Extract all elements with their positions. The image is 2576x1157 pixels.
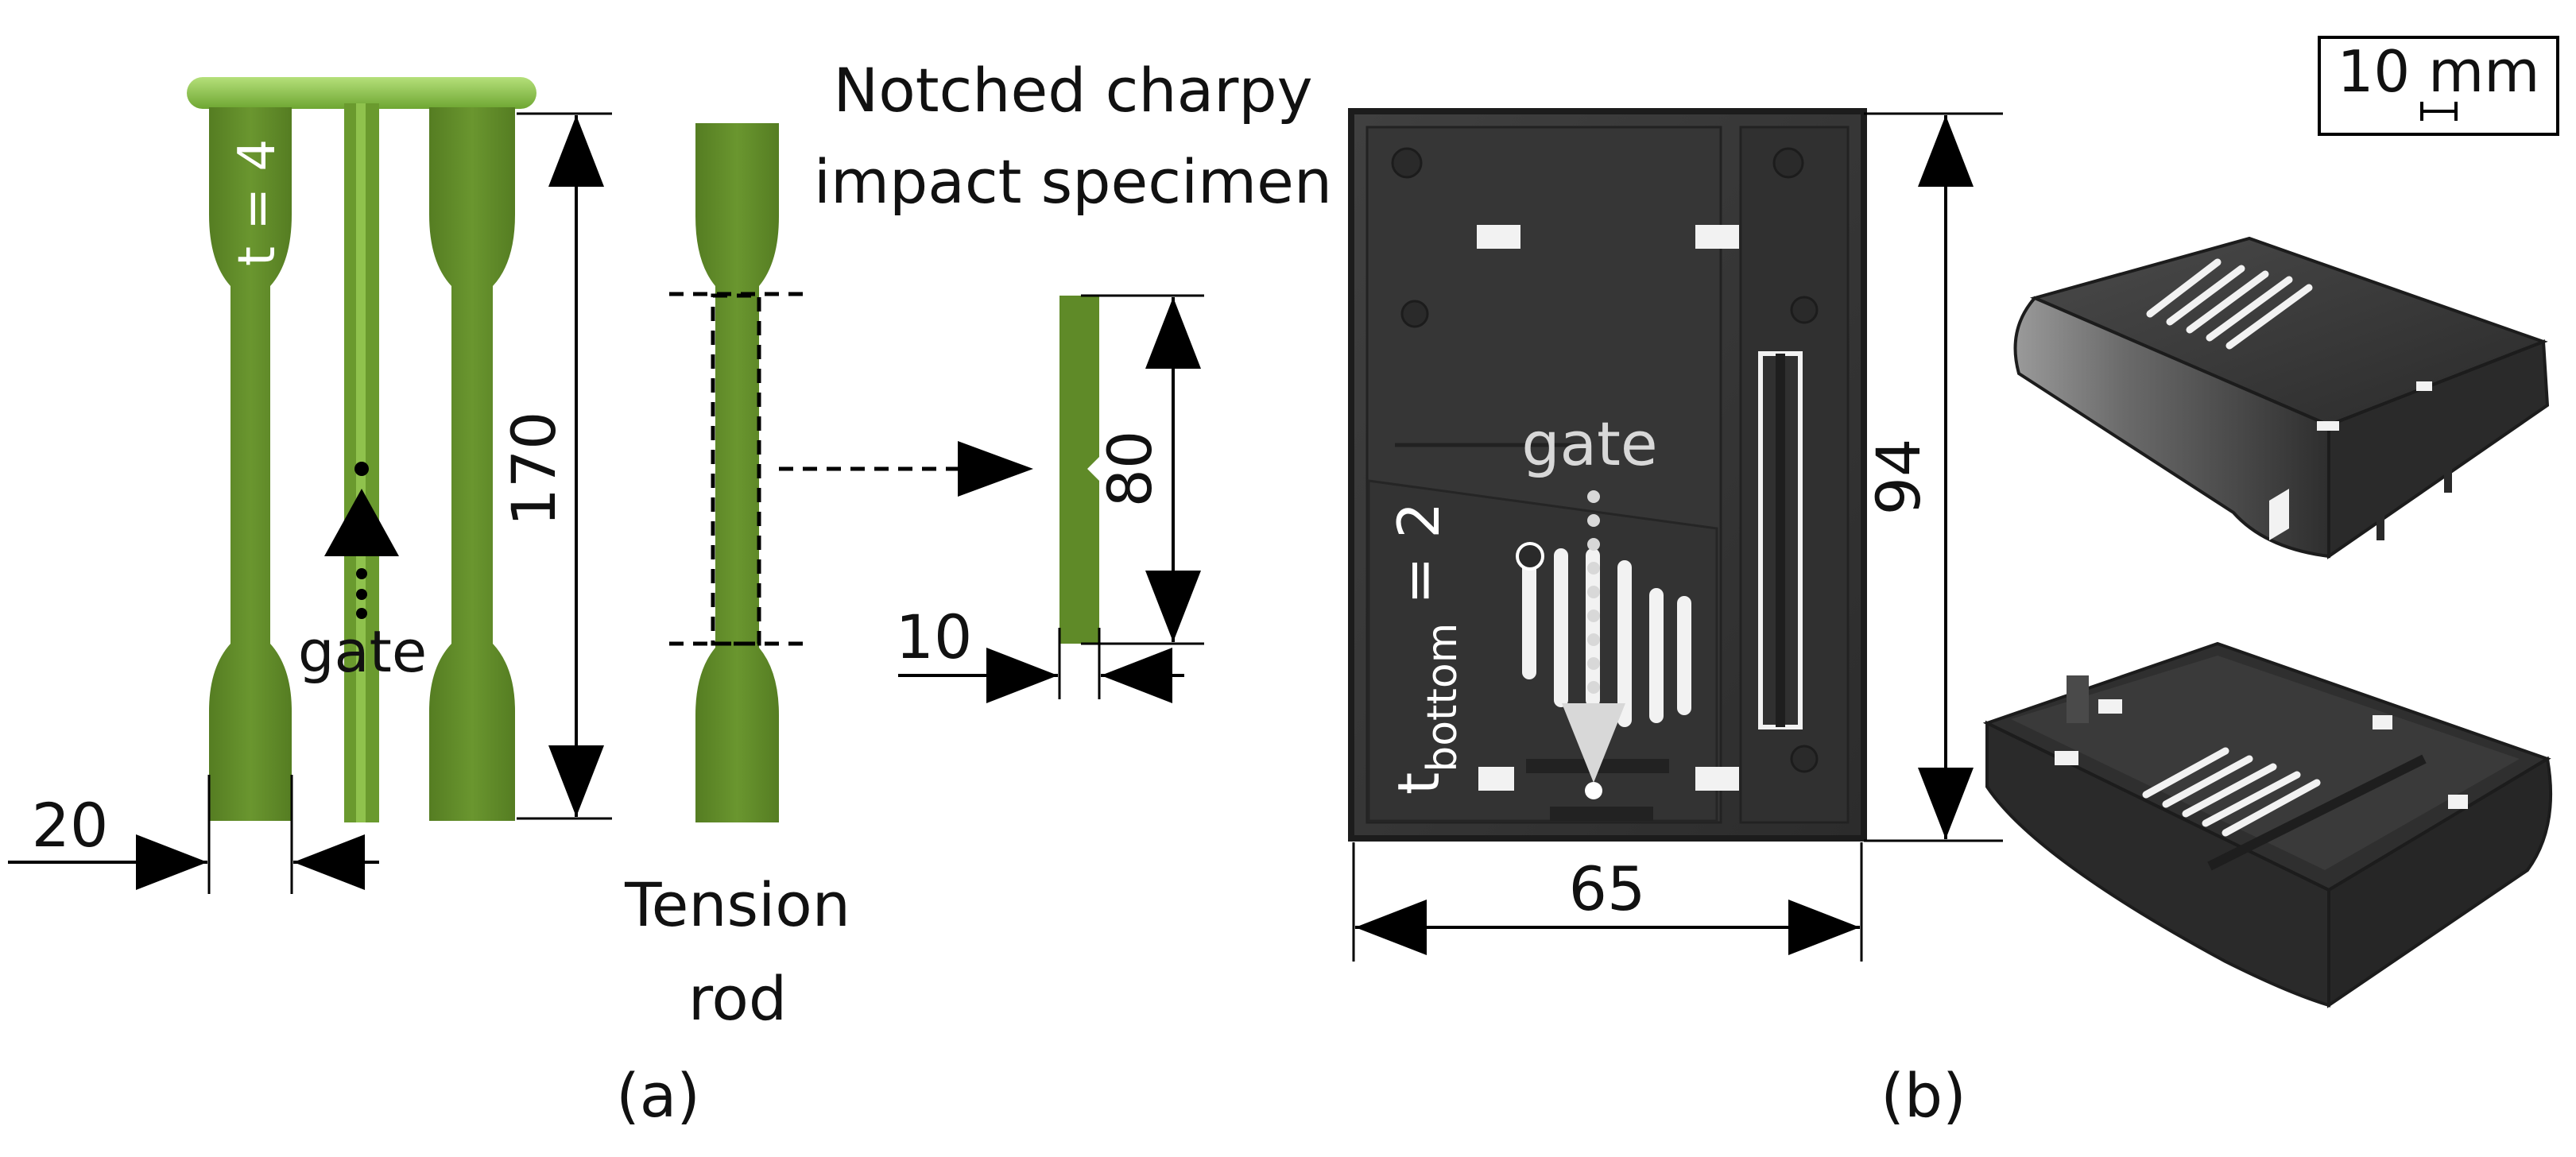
length-dim-label: 170 <box>498 411 569 526</box>
gate-arrow-icon <box>324 489 399 556</box>
charpy-width-label: 10 <box>896 602 973 672</box>
housing-lid-iso <box>2013 236 2550 559</box>
caption-b: (b) <box>1881 1060 1966 1131</box>
bottom-thickness-label: tbottom = 2 <box>1385 502 1466 795</box>
width-dim-label-65: 65 <box>1569 853 1646 924</box>
width-dimension-20 <box>8 775 379 894</box>
caption-a: (a) <box>616 1060 700 1131</box>
tension-rod-label-line1: Tension <box>624 869 850 940</box>
runner-bar <box>187 77 537 109</box>
height-dim-label: 94 <box>1863 439 1934 516</box>
extraction-arrow-icon <box>958 441 1033 497</box>
gate-label-a: gate <box>298 618 427 685</box>
thickness-label: t = 4 <box>228 139 287 266</box>
length-dimension-170 <box>517 112 612 820</box>
extraction-box <box>669 292 962 646</box>
height-dimension-94 <box>1864 112 2003 842</box>
charpy-label-line2: impact specimen <box>814 146 1332 217</box>
gate-marker-a <box>324 462 399 619</box>
charpy-label-line1: Notched charpy <box>833 55 1312 126</box>
scale-bar-box <box>2318 36 2559 136</box>
panel-b: 10 mm <box>1348 36 2559 1131</box>
gate-marker-b <box>1562 490 1625 799</box>
gate-arrow-down-icon <box>1562 703 1625 783</box>
tension-rod-label-line2: rod <box>688 963 787 1034</box>
tensile-specimen-left <box>209 107 292 821</box>
charpy-notch <box>1087 457 1099 481</box>
housing-base-iso <box>1982 641 2553 1008</box>
tension-rod <box>695 123 779 822</box>
gate-label-b: gate <box>1521 408 1657 479</box>
tensile-specimen-right <box>429 107 515 821</box>
panel-a: t = 4 gate 170 20 <box>8 55 1332 1131</box>
width-dimension-65 <box>1352 842 1863 962</box>
charpy-length-label: 80 <box>1094 431 1165 508</box>
charpy-length-dimension-80 <box>1081 294 1204 645</box>
scale-bar-label: 10 mm <box>2338 38 2540 105</box>
housing-top-view <box>1348 108 1867 842</box>
width-dim-label: 20 <box>32 790 109 861</box>
charpy-width-dimension-10 <box>898 628 1184 703</box>
